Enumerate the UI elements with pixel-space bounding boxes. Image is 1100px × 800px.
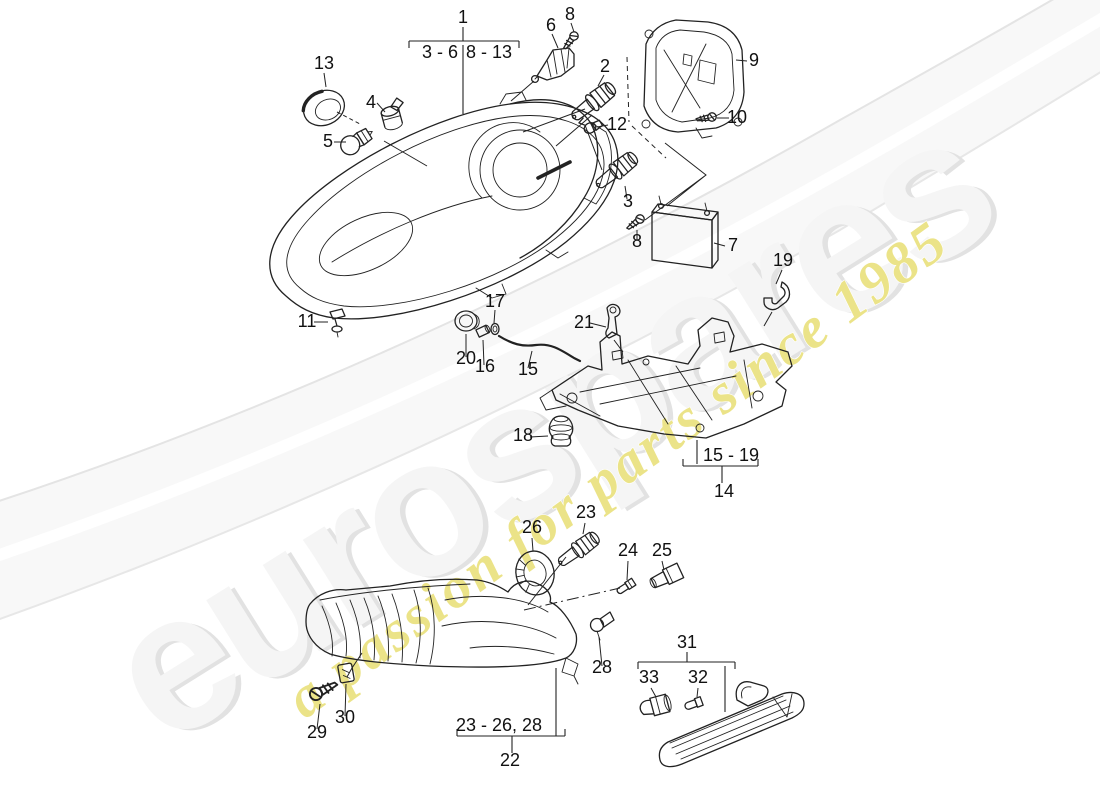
part-label-19: 19 [773,250,793,270]
part-label-8b: 8 [632,231,642,251]
range-label-3-6: 3 - 6 [422,42,458,62]
dimension-brackets [408,27,759,753]
socket-cap-4-drawing [380,97,404,131]
part-label-13: 13 [314,53,334,73]
housing-cover-9-drawing [641,19,745,139]
seal-ring-26-drawing [515,550,555,596]
range-label-23-26-28: 23 - 26, 28 [456,715,542,735]
retaining-ring-13-drawing [301,89,346,127]
part-label-8a: 8 [565,4,575,24]
part-label-17: 17 [485,291,505,311]
screw-10-drawing [694,111,718,125]
sleeve-16-drawing [475,324,491,338]
rod-15-drawing [497,334,582,363]
part-label-23: 23 [576,502,596,522]
part-label-1: 1 [458,7,468,27]
part-label-30: 30 [335,707,355,727]
part-label-2: 2 [600,56,610,76]
part-label-29: 29 [307,722,327,742]
side-marker-lamp-drawing [658,681,805,768]
part-label-5: 5 [323,131,333,151]
range-label-15-19: 15 - 19 [703,445,759,465]
watermark-swoosh [0,0,1100,621]
part-label-31: 31 [677,632,697,652]
part-label-7: 7 [728,235,738,255]
range-label-8-13: 8 - 13 [466,42,512,62]
part-label-9: 9 [749,50,759,70]
part-label-12: 12 [607,114,627,134]
part-label-4: 4 [366,92,376,112]
part-label-11: 11 [298,311,317,331]
part-label-14: 14 [714,481,734,501]
ring-17-drawing [490,322,500,336]
grommet-20-drawing [454,310,480,332]
callout-labels: 1 3 - 6 8 - 13 13 4 5 6 8 2 12 9 10 3 8 … [298,4,793,770]
part-label-15: 15 [518,359,538,379]
screw-8a-drawing [560,29,581,52]
part-label-32: 32 [688,667,708,687]
speed-nut-30-drawing [337,662,355,684]
clip-19-drawing [763,281,791,311]
part-label-21: 21 [574,312,594,332]
bulb-32-drawing [684,696,704,710]
socket-28-drawing [589,611,615,641]
turn-signal-22-drawing [305,578,579,685]
holder-12-drawing [578,117,604,134]
part-label-26: 26 [522,517,542,537]
part-label-18: 18 [513,425,533,445]
part-label-22: 22 [500,750,520,770]
lever-21-drawing [605,303,621,339]
leveling-motor-6-drawing [530,47,575,84]
part-label-25: 25 [652,540,672,560]
leader-lines [314,22,783,730]
carrier-14-drawing [539,317,793,439]
bulb-24-drawing [616,577,637,595]
socket-33-drawing [639,693,672,717]
bulb-5-drawing [340,127,373,156]
part-label-33: 33 [639,667,659,687]
part-label-10: 10 [727,107,747,127]
part-label-6: 6 [546,15,556,35]
part-label-28: 28 [592,657,612,677]
rivet-11-drawing [329,308,346,338]
part-label-3: 3 [623,191,633,211]
buffer-18-drawing [548,415,574,447]
part-label-20: 20 [456,348,476,368]
part-label-16: 16 [475,356,495,376]
socket-25-drawing [649,562,685,589]
part-label-24: 24 [618,540,638,560]
